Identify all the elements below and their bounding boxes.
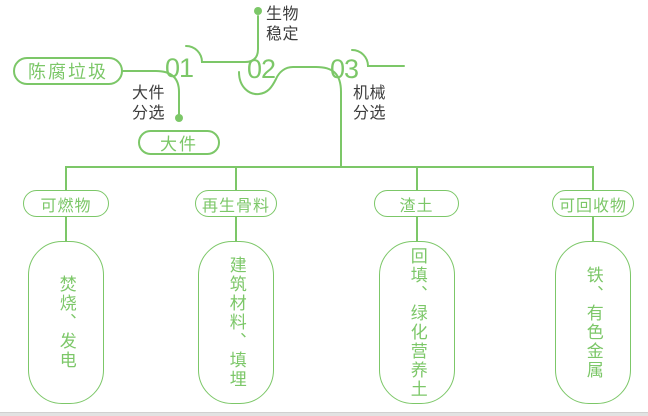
branch-bar — [65, 166, 594, 191]
product-box-slag-soil: 回填、绿化营养土 — [379, 241, 455, 404]
arc-step-01 — [185, 15, 259, 63]
product-text: 铁、有色金属 — [583, 265, 603, 380]
bulky-item-label: 大件 — [160, 135, 198, 154]
category-pill-slag-soil: 渣土 — [374, 190, 459, 217]
node-dot-bio — [254, 7, 262, 15]
product-text: 回填、绿化营养土 — [407, 246, 427, 399]
category-label: 可回收物 — [558, 197, 627, 215]
bio-stabilization-label: 生物稳定 — [266, 6, 300, 43]
product-box-combustibles: 焚烧、发电 — [28, 241, 104, 404]
step-number-03: 03 — [329, 54, 359, 84]
line-step02-to-branch — [238, 66, 342, 168]
product-box-recyclables: 铁、有色金属 — [555, 241, 631, 404]
step-number-01: 01 — [164, 53, 194, 83]
node-dot-bulky — [175, 114, 183, 122]
bottom-edge-strip — [0, 412, 648, 416]
product-box-recycled-aggregate: 建筑材料、填埋 — [198, 241, 274, 404]
arc-step-03 — [351, 49, 405, 67]
source-pill: 陈腐垃圾 — [13, 57, 123, 85]
category-label: 可燃物 — [40, 197, 92, 215]
category-pill-recycled-aggregate: 再生骨料 — [195, 190, 277, 217]
category-label: 再生骨料 — [201, 197, 270, 215]
bulky-item-pill: 大件 — [138, 130, 220, 155]
mechanical-sorting-label: 机械分选 — [353, 85, 387, 122]
product-text: 焚烧、发电 — [56, 275, 76, 370]
bulky-sorting-label: 大件分选 — [132, 85, 166, 122]
source-label: 陈腐垃圾 — [28, 62, 108, 82]
line-source-to-bulky — [122, 70, 180, 115]
step-number-02: 02 — [246, 54, 276, 84]
category-pill-combustibles: 可燃物 — [23, 190, 109, 217]
category-pill-recyclables: 可回收物 — [552, 190, 634, 217]
category-label: 渣土 — [399, 197, 434, 215]
product-text: 建筑材料、填埋 — [226, 256, 246, 389]
